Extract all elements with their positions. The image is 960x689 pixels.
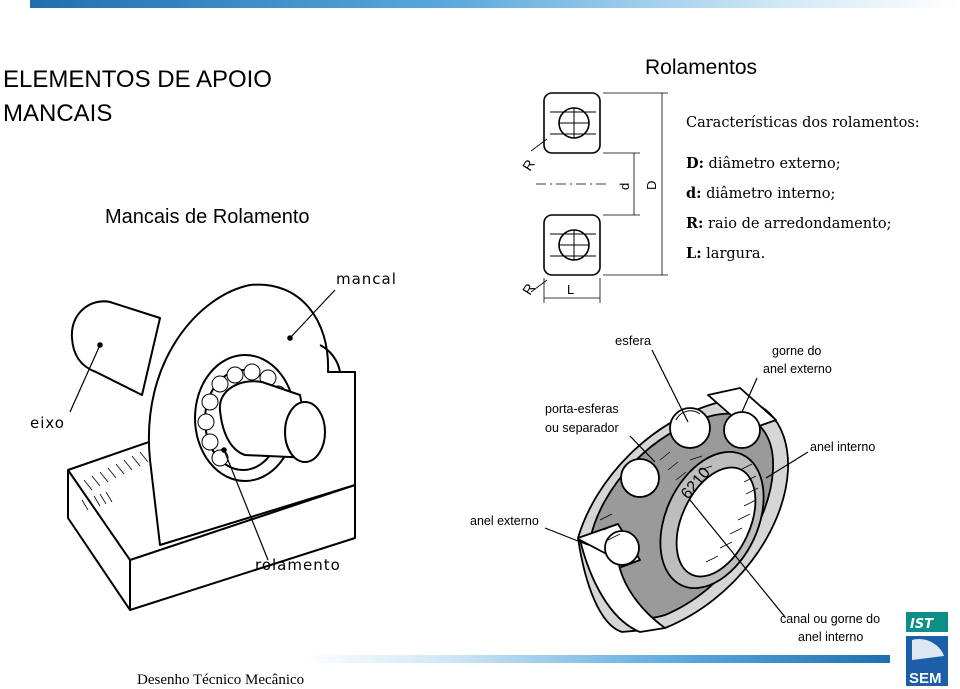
characteristic-key: R: [686,215,704,232]
label-anel-externo: anel externo [470,514,539,528]
logo-top-text: IST [910,617,934,632]
dim-L: L [567,282,574,297]
logo-bottom-text: SEM [909,670,942,687]
cutaway-leaders [544,349,809,618]
label-porta-esferas-1: porta-esferas [545,402,619,416]
label-esfera: esfera [615,333,652,348]
section-heading: Mancais de Rolamento [105,206,310,228]
footer-text: Desenho Técnico Mecânico [137,672,305,688]
page-title: ELEMENTOS DE APOIO [3,66,272,93]
label-rolamento: rolamento [255,556,341,574]
label-porta-esferas-2: ou separador [545,421,619,435]
characteristic-text: raio de arredondamento; [703,216,892,232]
label-gorne-externo-1: gorne do [772,344,822,358]
characteristic-item: R: raio de arredondamento; [686,215,892,232]
characteristic-key: D: [686,155,704,172]
dim-d: d [617,183,632,190]
bearing-heading: Rolamentos [645,56,758,79]
dim-R-top: R [519,157,538,174]
characteristic-text: diâmetro interno; [701,186,836,202]
bottom-accent-bar [300,655,890,663]
cutaway-bearing-drawing [577,387,789,633]
bearing-cross-section-drawing [530,92,668,303]
label-canal-2: anel interno [798,630,864,644]
pillow-block-drawing [67,283,356,611]
characteristic-key: L: [686,245,702,262]
characteristic-item: L: largura. [686,245,765,262]
housing-leaders [69,289,336,561]
dim-R-bottom: R [519,281,538,298]
characteristic-item: d: diâmetro interno; [686,185,835,202]
characteristics-title: Características dos rolamentos: [686,115,920,131]
institution-logo [906,612,948,686]
dim-D: D [644,181,659,190]
label-canal-1: canal ou gorne do [780,612,881,626]
label-gorne-externo-2: anel externo [763,362,832,376]
characteristic-key: d: [686,185,702,202]
label-anel-interno: anel interno [810,440,876,454]
label-eixo: eixo [30,414,65,432]
characteristic-item: D: diâmetro externo; [686,155,841,172]
label-mancal: mancal [336,270,397,288]
top-accent-bar [30,0,960,8]
page-subtitle: MANCAIS [3,100,113,127]
characteristic-text: largura. [701,246,766,262]
characteristic-text: diâmetro externo; [703,156,841,172]
